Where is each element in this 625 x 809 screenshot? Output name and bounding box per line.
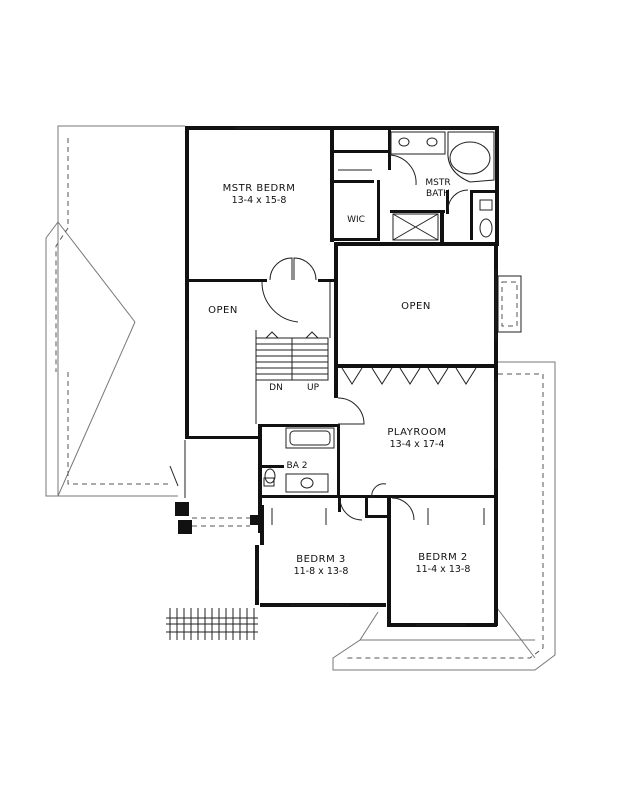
open-left-label: OPEN: [208, 305, 238, 316]
doors: [261, 154, 485, 525]
roof-outline-left: [45, 125, 185, 497]
windows: [186, 127, 497, 626]
master-bath-label-2: BATH: [426, 189, 450, 199]
bedroom-2-name: BEDRM 2: [418, 552, 468, 563]
wic-label: WIC: [347, 215, 365, 225]
open-right-label: OPEN: [401, 301, 431, 312]
playroom-name: PLAYROOM: [387, 427, 446, 438]
stair-up-label: UP: [307, 383, 320, 393]
master-bath-fixtures: [338, 131, 495, 241]
interior-walls: [189, 130, 499, 518]
bedroom-2-size: 11-4 x 13-8: [416, 564, 471, 575]
bath-2-label: BA 2: [287, 461, 308, 471]
bath-2-fixtures: [263, 427, 335, 493]
master-bedroom-size: 13-4 x 15-8: [232, 195, 287, 206]
right-bay: [497, 275, 522, 333]
playroom-size: 13-4 x 17-4: [390, 439, 445, 450]
staircase: [255, 282, 331, 424]
room-labels: MSTR BEDRM 13-4 x 15-8 MSTR BATH WIC OPE…: [208, 178, 470, 577]
master-bath-label-1: MSTR: [425, 178, 450, 188]
master-bedroom-name: MSTR BEDRM: [223, 183, 296, 194]
bedroom-3-size: 11-8 x 13-8: [294, 566, 349, 577]
roof-outline-right: [332, 361, 556, 671]
deck-railing: [166, 440, 260, 640]
bedroom-3-name: BEDRM 3: [296, 554, 346, 565]
stair-down-label: DN: [269, 383, 283, 393]
